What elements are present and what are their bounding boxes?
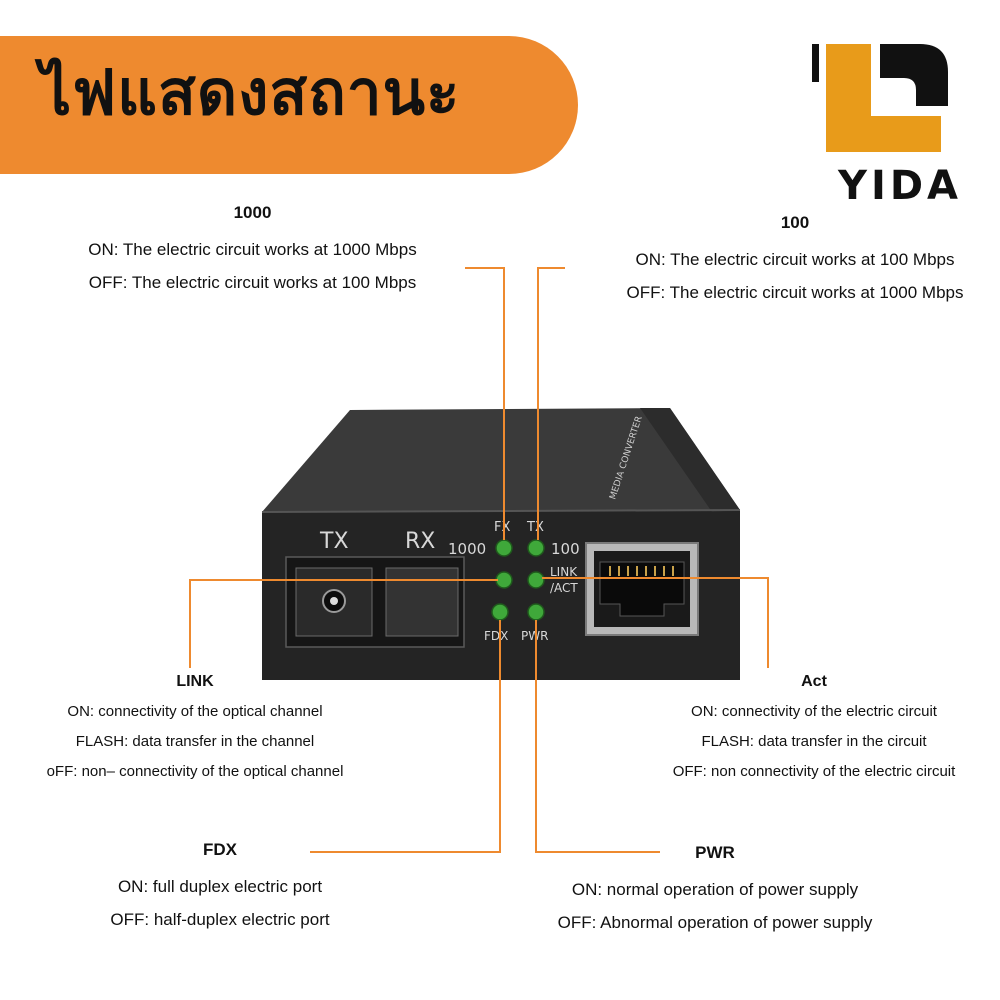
leader-link [189, 579, 498, 668]
annotation-1000-off: OFF: The electric circuit works at 100 M… [88, 273, 417, 292]
pwr-led-label: PWR [521, 629, 548, 643]
annotation-fdx: FDX ON: full duplex electric port OFF: h… [70, 840, 370, 936]
annotation-link-off: oFF: non– connectivity of the optical ch… [46, 763, 344, 780]
leader-1000 [465, 267, 505, 540]
link-led-label: LINK [550, 565, 578, 579]
annotation-act-heading: Act [801, 673, 827, 690]
led-pwr [527, 603, 545, 621]
annotation-link-on: ON: connectivity of the optical channel [67, 703, 323, 720]
annotation-pwr-off: OFF: Abnormal operation of power supply [557, 913, 873, 932]
annotation-fdx-heading: FDX [203, 840, 237, 859]
status-leds [491, 539, 545, 621]
annotation-fdx-on: ON: full duplex electric port [117, 877, 323, 896]
rx-port-label: RX [405, 529, 435, 554]
annotation-fdx-off: OFF: half-duplex electric port [110, 910, 330, 929]
annotation-pwr: PWR ON: normal operation of power supply… [540, 843, 890, 939]
annotation-1000-on: ON: The electric circuit works at 1000 M… [88, 240, 417, 259]
logo-text: YIDA [838, 163, 963, 209]
fiber-port [285, 556, 465, 648]
act-led-label: /ACT [550, 581, 578, 595]
leader-pwr [535, 620, 660, 853]
fx-led-label: FX [494, 520, 510, 535]
tx-port-label: TX [319, 529, 349, 554]
annotation-100-on: ON: The electric circuit works at 100 Mb… [635, 250, 955, 269]
annotation-act-off: OFF: non connectivity of the electric ci… [672, 763, 956, 780]
annotation-pwr-heading: PWR [695, 843, 735, 862]
annotation-link: LINK ON: connectivity of the optical cha… [10, 673, 380, 787]
rj45-port-icon [585, 542, 699, 636]
tx-led-label: TX [526, 520, 544, 535]
led-100-label: 100 [551, 540, 580, 558]
led-100 [527, 539, 545, 557]
leader-100 [537, 267, 565, 540]
fdx-led-label: FDX [484, 629, 508, 643]
annotation-100-heading: 100 [780, 213, 810, 232]
annotation-link-heading: LINK [176, 673, 214, 690]
annotation-1000: 1000 ON: The electric circuit works at 1… [40, 203, 465, 299]
led-link [495, 571, 513, 589]
annotation-100: 100 ON: The electric circuit works at 10… [595, 213, 995, 309]
leader-fdx [310, 620, 501, 853]
annotation-act-on: ON: connectivity of the electric circuit [691, 703, 937, 720]
annotation-act-flash: FLASH: data transfer in the circuit [701, 733, 927, 750]
led-1000 [495, 539, 513, 557]
annotation-pwr-on: ON: normal operation of power supply [571, 880, 859, 899]
title-banner [0, 36, 578, 174]
leader-lines [189, 267, 769, 853]
led-act [527, 571, 545, 589]
annotation-act: Act ON: connectivity of the electric cir… [650, 673, 978, 787]
banner-title: ไฟแสดงสถานะ [40, 56, 461, 129]
led-fdx [491, 603, 509, 621]
yida-logo-icon [812, 44, 948, 152]
leader-act [542, 577, 769, 668]
annotation-1000-heading: 1000 [233, 203, 272, 222]
annotation-100-off: OFF: The electric circuit works at 1000 … [626, 283, 964, 302]
annotation-link-flash: FLASH: data transfer in the channel [75, 733, 315, 750]
led-1000-label: 1000 [448, 540, 486, 558]
